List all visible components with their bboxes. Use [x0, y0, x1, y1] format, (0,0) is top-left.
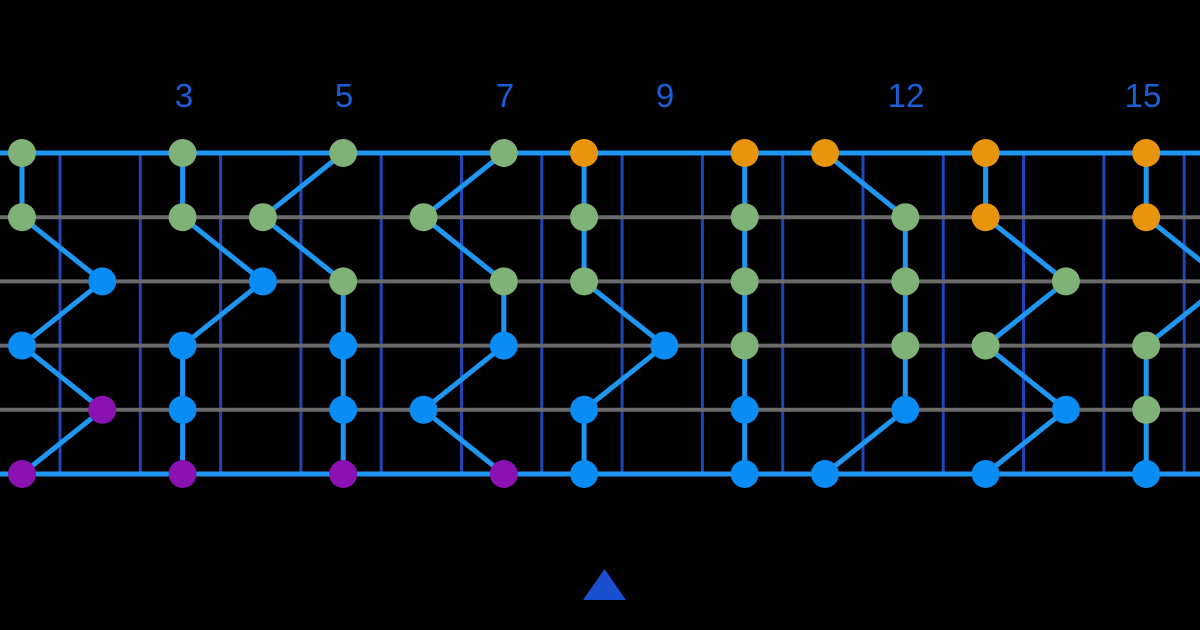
note-dot-purple — [88, 395, 117, 424]
note-dot-orange — [570, 139, 599, 167]
note-dot-blue — [570, 395, 599, 424]
note-dot-orange — [1132, 139, 1161, 167]
note-dot-green — [168, 203, 197, 232]
note-dot-green — [248, 203, 277, 232]
note-dot-green — [891, 203, 920, 232]
note-dot-blue — [891, 395, 920, 424]
note-dot-green — [409, 203, 438, 232]
pattern-connector-7 — [823, 151, 908, 476]
note-dot-green — [730, 331, 759, 360]
note-dot-purple — [329, 460, 358, 488]
fret-number-12: 12 — [888, 77, 925, 114]
triangle-up-icon[interactable] — [583, 569, 626, 600]
fret-number-3: 3 — [175, 77, 193, 114]
note-dot-green — [168, 139, 197, 167]
note-dot-blue — [329, 331, 358, 360]
fret-number-7: 7 — [496, 77, 514, 114]
strings — [0, 150, 1200, 477]
note-dot-blue — [489, 331, 518, 360]
note-dot-green — [329, 139, 358, 167]
note-dot-blue — [570, 460, 599, 488]
note-dot-purple — [489, 460, 518, 488]
note-dot-orange — [971, 139, 1000, 167]
note-dot-green — [1132, 395, 1161, 424]
note-dot-purple — [168, 460, 197, 488]
fret-number-15: 15 — [1125, 77, 1162, 114]
note-dot-green — [329, 267, 358, 296]
note-dot-green — [489, 139, 518, 167]
note-dot-blue — [248, 267, 277, 296]
fret-numbers: 3 5 7 9 12 15 — [175, 77, 1162, 114]
note-dot-green — [971, 331, 1000, 360]
note-dot-blue — [971, 460, 1000, 488]
note-dot-blue — [409, 395, 438, 424]
note-dot-blue — [1051, 395, 1080, 424]
note-dot-blue — [811, 460, 839, 488]
note-dot-green — [891, 267, 920, 296]
note-dot-blue — [730, 460, 759, 488]
note-dot-orange — [730, 139, 759, 167]
note-dot-green — [8, 139, 36, 167]
note-dot-blue — [1132, 460, 1161, 488]
fret-number-5: 5 — [335, 77, 353, 114]
note-dot-blue — [8, 331, 36, 360]
note-dot-green — [8, 203, 36, 232]
note-dot-green — [1051, 267, 1080, 296]
note-dot-green — [1132, 331, 1161, 360]
note-dot-blue — [650, 331, 679, 360]
note-dot-green — [730, 267, 759, 296]
note-dot-green — [891, 331, 920, 360]
note-dot-orange — [811, 139, 839, 167]
note-dot-green — [730, 203, 759, 232]
note-dot-green — [489, 267, 518, 296]
note-dots — [8, 139, 1161, 488]
note-dot-blue — [168, 331, 197, 360]
note-dot-blue — [88, 267, 117, 296]
note-dot-orange — [1132, 203, 1161, 232]
note-dot-blue — [329, 395, 358, 424]
note-dot-blue — [168, 395, 197, 424]
note-dot-blue — [730, 395, 759, 424]
note-dot-green — [570, 203, 599, 232]
fret-number-9: 9 — [656, 77, 674, 114]
note-dot-orange — [971, 203, 1000, 232]
note-dot-purple — [8, 460, 36, 488]
note-dot-green — [570, 267, 599, 296]
pattern-connector-4 — [421, 151, 507, 476]
